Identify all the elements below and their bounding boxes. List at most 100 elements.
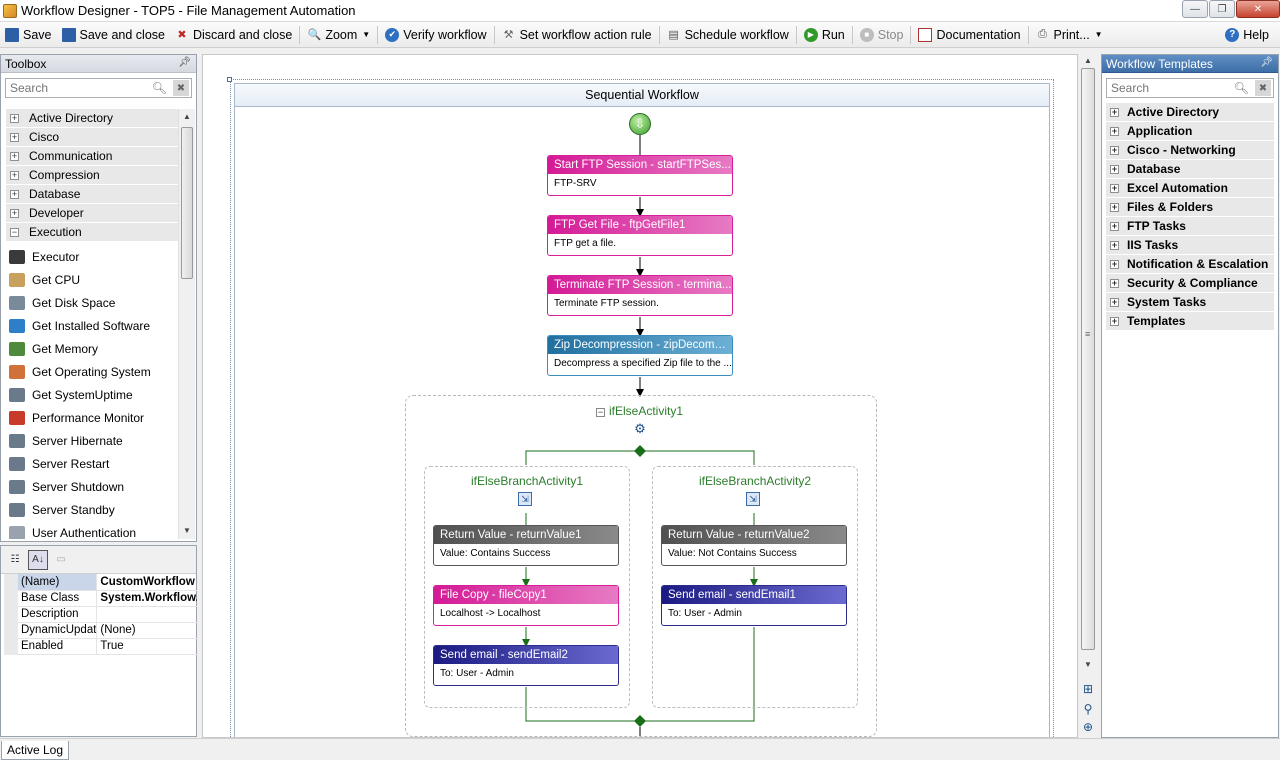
- expand-icon[interactable]: +: [1110, 315, 1119, 326]
- toolbox-item[interactable]: Server Shutdown: [6, 475, 178, 498]
- toolbox-item[interactable]: Server Standby: [6, 498, 178, 521]
- alphabetical-sort-icon[interactable]: A↓: [28, 549, 48, 570]
- search-icon[interactable]: 🔍︎: [151, 81, 167, 95]
- scrollbar-thumb[interactable]: [1081, 68, 1095, 650]
- template-category[interactable]: +Cisco - Networking: [1106, 141, 1274, 159]
- scroll-down-icon[interactable]: ▼: [1084, 660, 1092, 669]
- toolbox-scrollbar[interactable]: ▲ ▼: [178, 109, 195, 539]
- expand-icon[interactable]: +: [1110, 220, 1119, 231]
- minimize-button[interactable]: —: [1182, 0, 1208, 18]
- search-icon[interactable]: 🔍︎: [1233, 81, 1249, 95]
- toolbox-category[interactable]: −Execution: [6, 223, 178, 241]
- toolbox-category[interactable]: +Communication: [6, 147, 178, 165]
- workflow-activity[interactable]: Start FTP Session - startFTPSes...FTP-SR…: [547, 155, 733, 196]
- clear-search-icon[interactable]: ✖: [1255, 80, 1271, 96]
- maximize-button[interactable]: ❐: [1209, 0, 1235, 18]
- template-category[interactable]: +Excel Automation: [1106, 179, 1274, 197]
- print-dropdown[interactable]: ⎙Print...▼: [1031, 24, 1108, 46]
- toolbox-search-input[interactable]: [6, 79, 146, 97]
- pin-icon[interactable]: 📌︎: [1260, 57, 1273, 68]
- designer-scrollbar[interactable]: ▲ ≡ ▼ ⊞ ⚲ ⊕: [1078, 54, 1098, 738]
- expand-icon[interactable]: +: [1110, 144, 1119, 155]
- categorized-view-icon[interactable]: ☷: [10, 554, 20, 565]
- branch-1-condition-icon[interactable]: ⇲: [518, 492, 532, 506]
- ifelse-branch-2[interactable]: ifElseBranchActivity2 ⇲: [652, 466, 858, 708]
- collapse-icon[interactable]: −: [596, 407, 605, 417]
- property-row[interactable]: Description: [4, 606, 197, 623]
- branch-2-condition-icon[interactable]: ⇲: [746, 492, 760, 506]
- active-log-tab[interactable]: Active Log: [1, 741, 70, 760]
- expand-icon[interactable]: +: [1110, 163, 1119, 174]
- expand-icon[interactable]: +: [1110, 201, 1119, 212]
- template-category[interactable]: +Active Directory: [1106, 103, 1274, 121]
- selection-handle[interactable]: [227, 77, 232, 82]
- zoom-fit-icon[interactable]: ⊞: [1082, 682, 1094, 696]
- expand-icon[interactable]: +: [1110, 296, 1119, 307]
- toolbox-item[interactable]: Get SystemUptime: [6, 383, 178, 406]
- toolbox-category[interactable]: +Database: [6, 185, 178, 203]
- ifelse-activity[interactable]: −ifElseActivity1 ⚙ ifElseBranchActivity1…: [405, 395, 877, 737]
- branch-add-icon[interactable]: ⚙: [634, 421, 646, 436]
- verify-workflow-button[interactable]: ✔Verify workflow: [380, 24, 491, 46]
- property-value[interactable]: [96, 606, 197, 623]
- scrollbar-thumb[interactable]: [181, 127, 193, 279]
- save-and-close-button[interactable]: Save and close: [57, 24, 170, 46]
- expand-icon[interactable]: +: [10, 207, 19, 218]
- toolbox-item[interactable]: Get Disk Space: [6, 291, 178, 314]
- set-action-rule-button[interactable]: ⚒Set workflow action rule: [497, 24, 657, 46]
- toolbox-category[interactable]: +Developer: [6, 204, 178, 222]
- workflow-designer-canvas[interactable]: Sequential Workflow: [202, 54, 1078, 738]
- toolbox-item[interactable]: Get Memory: [6, 337, 178, 360]
- documentation-button[interactable]: Documentation: [913, 24, 1025, 46]
- property-value[interactable]: (None): [96, 622, 197, 639]
- property-value[interactable]: True: [96, 638, 197, 655]
- zoom-dropdown[interactable]: 🔍Zoom▼: [302, 24, 375, 46]
- run-button[interactable]: ▶Run: [799, 24, 850, 46]
- property-value[interactable]: CustomWorkflow: [96, 574, 197, 591]
- template-category[interactable]: +IIS Tasks: [1106, 236, 1274, 254]
- expand-icon[interactable]: +: [10, 169, 19, 180]
- help-button[interactable]: ?Help: [1220, 24, 1274, 46]
- scroll-up-icon[interactable]: ▲: [1084, 56, 1092, 65]
- toolbox-item[interactable]: Get CPU: [6, 268, 178, 291]
- expand-icon[interactable]: +: [10, 131, 19, 142]
- toolbox-item[interactable]: Server Restart: [6, 452, 178, 475]
- toolbox-item[interactable]: Get Installed Software: [6, 314, 178, 337]
- template-category[interactable]: +Application: [1106, 122, 1274, 140]
- schedule-workflow-button[interactable]: ▤Schedule workflow: [662, 24, 794, 46]
- template-category[interactable]: +Database: [1106, 160, 1274, 178]
- close-button[interactable]: ✕: [1236, 0, 1280, 18]
- property-pages-icon[interactable]: ▭: [56, 554, 66, 565]
- toolbox-item[interactable]: Executor: [6, 245, 178, 268]
- property-row[interactable]: (Name)CustomWorkflow: [4, 574, 197, 591]
- expand-icon[interactable]: +: [1110, 125, 1119, 136]
- pin-icon[interactable]: 📌︎: [178, 57, 191, 68]
- stop-button[interactable]: ■Stop: [855, 24, 909, 46]
- template-category[interactable]: +Templates: [1106, 312, 1274, 330]
- workflow-activity[interactable]: Zip Decompression - zipDecompr...Decompr…: [547, 335, 733, 376]
- toolbox-item[interactable]: Performance Monitor: [6, 406, 178, 429]
- toolbox-item[interactable]: User Authentication: [6, 521, 178, 539]
- expand-icon[interactable]: +: [1110, 182, 1119, 193]
- discard-and-close-button[interactable]: ✖Discard and close: [170, 24, 297, 46]
- save-button[interactable]: Save: [0, 24, 57, 46]
- expand-icon[interactable]: +: [1110, 258, 1119, 269]
- toolbox-category[interactable]: +Active Directory: [6, 109, 178, 127]
- property-value[interactable]: System.Workflow.: [96, 590, 197, 607]
- toolbox-item[interactable]: Server Hibernate: [6, 429, 178, 452]
- template-category[interactable]: +Files & Folders: [1106, 198, 1274, 216]
- expand-icon[interactable]: +: [10, 188, 19, 199]
- expand-icon[interactable]: +: [10, 112, 19, 123]
- expand-icon[interactable]: +: [10, 150, 19, 161]
- toolbox-category[interactable]: +Cisco: [6, 128, 178, 146]
- toolbox-category[interactable]: +Compression: [6, 166, 178, 184]
- template-category[interactable]: +Notification & Escalation: [1106, 255, 1274, 273]
